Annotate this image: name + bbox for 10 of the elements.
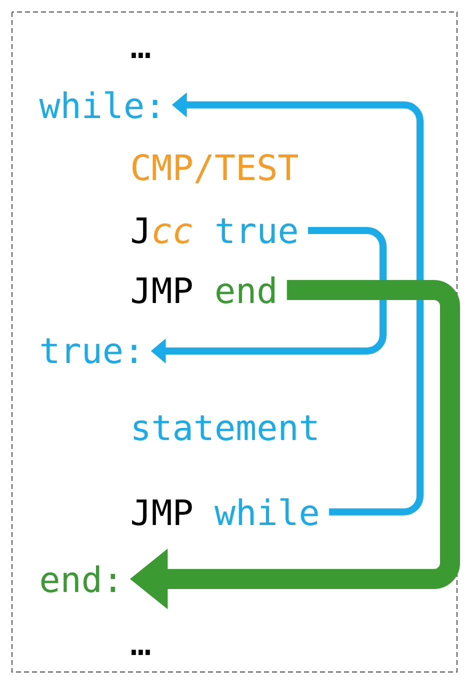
code-line: end: xyxy=(41,565,116,592)
ellipsis: … xyxy=(132,650,150,655)
code-line: JMP while xyxy=(132,498,318,526)
code-line: true: xyxy=(41,338,136,364)
code-line: CMP/TEST xyxy=(132,154,298,184)
code-line: while: xyxy=(39,91,158,118)
ellipsis: … xyxy=(132,52,150,58)
code-line: JMP end xyxy=(132,276,274,304)
code-line: statement xyxy=(134,415,316,440)
code-line: J cc true xyxy=(132,217,297,244)
